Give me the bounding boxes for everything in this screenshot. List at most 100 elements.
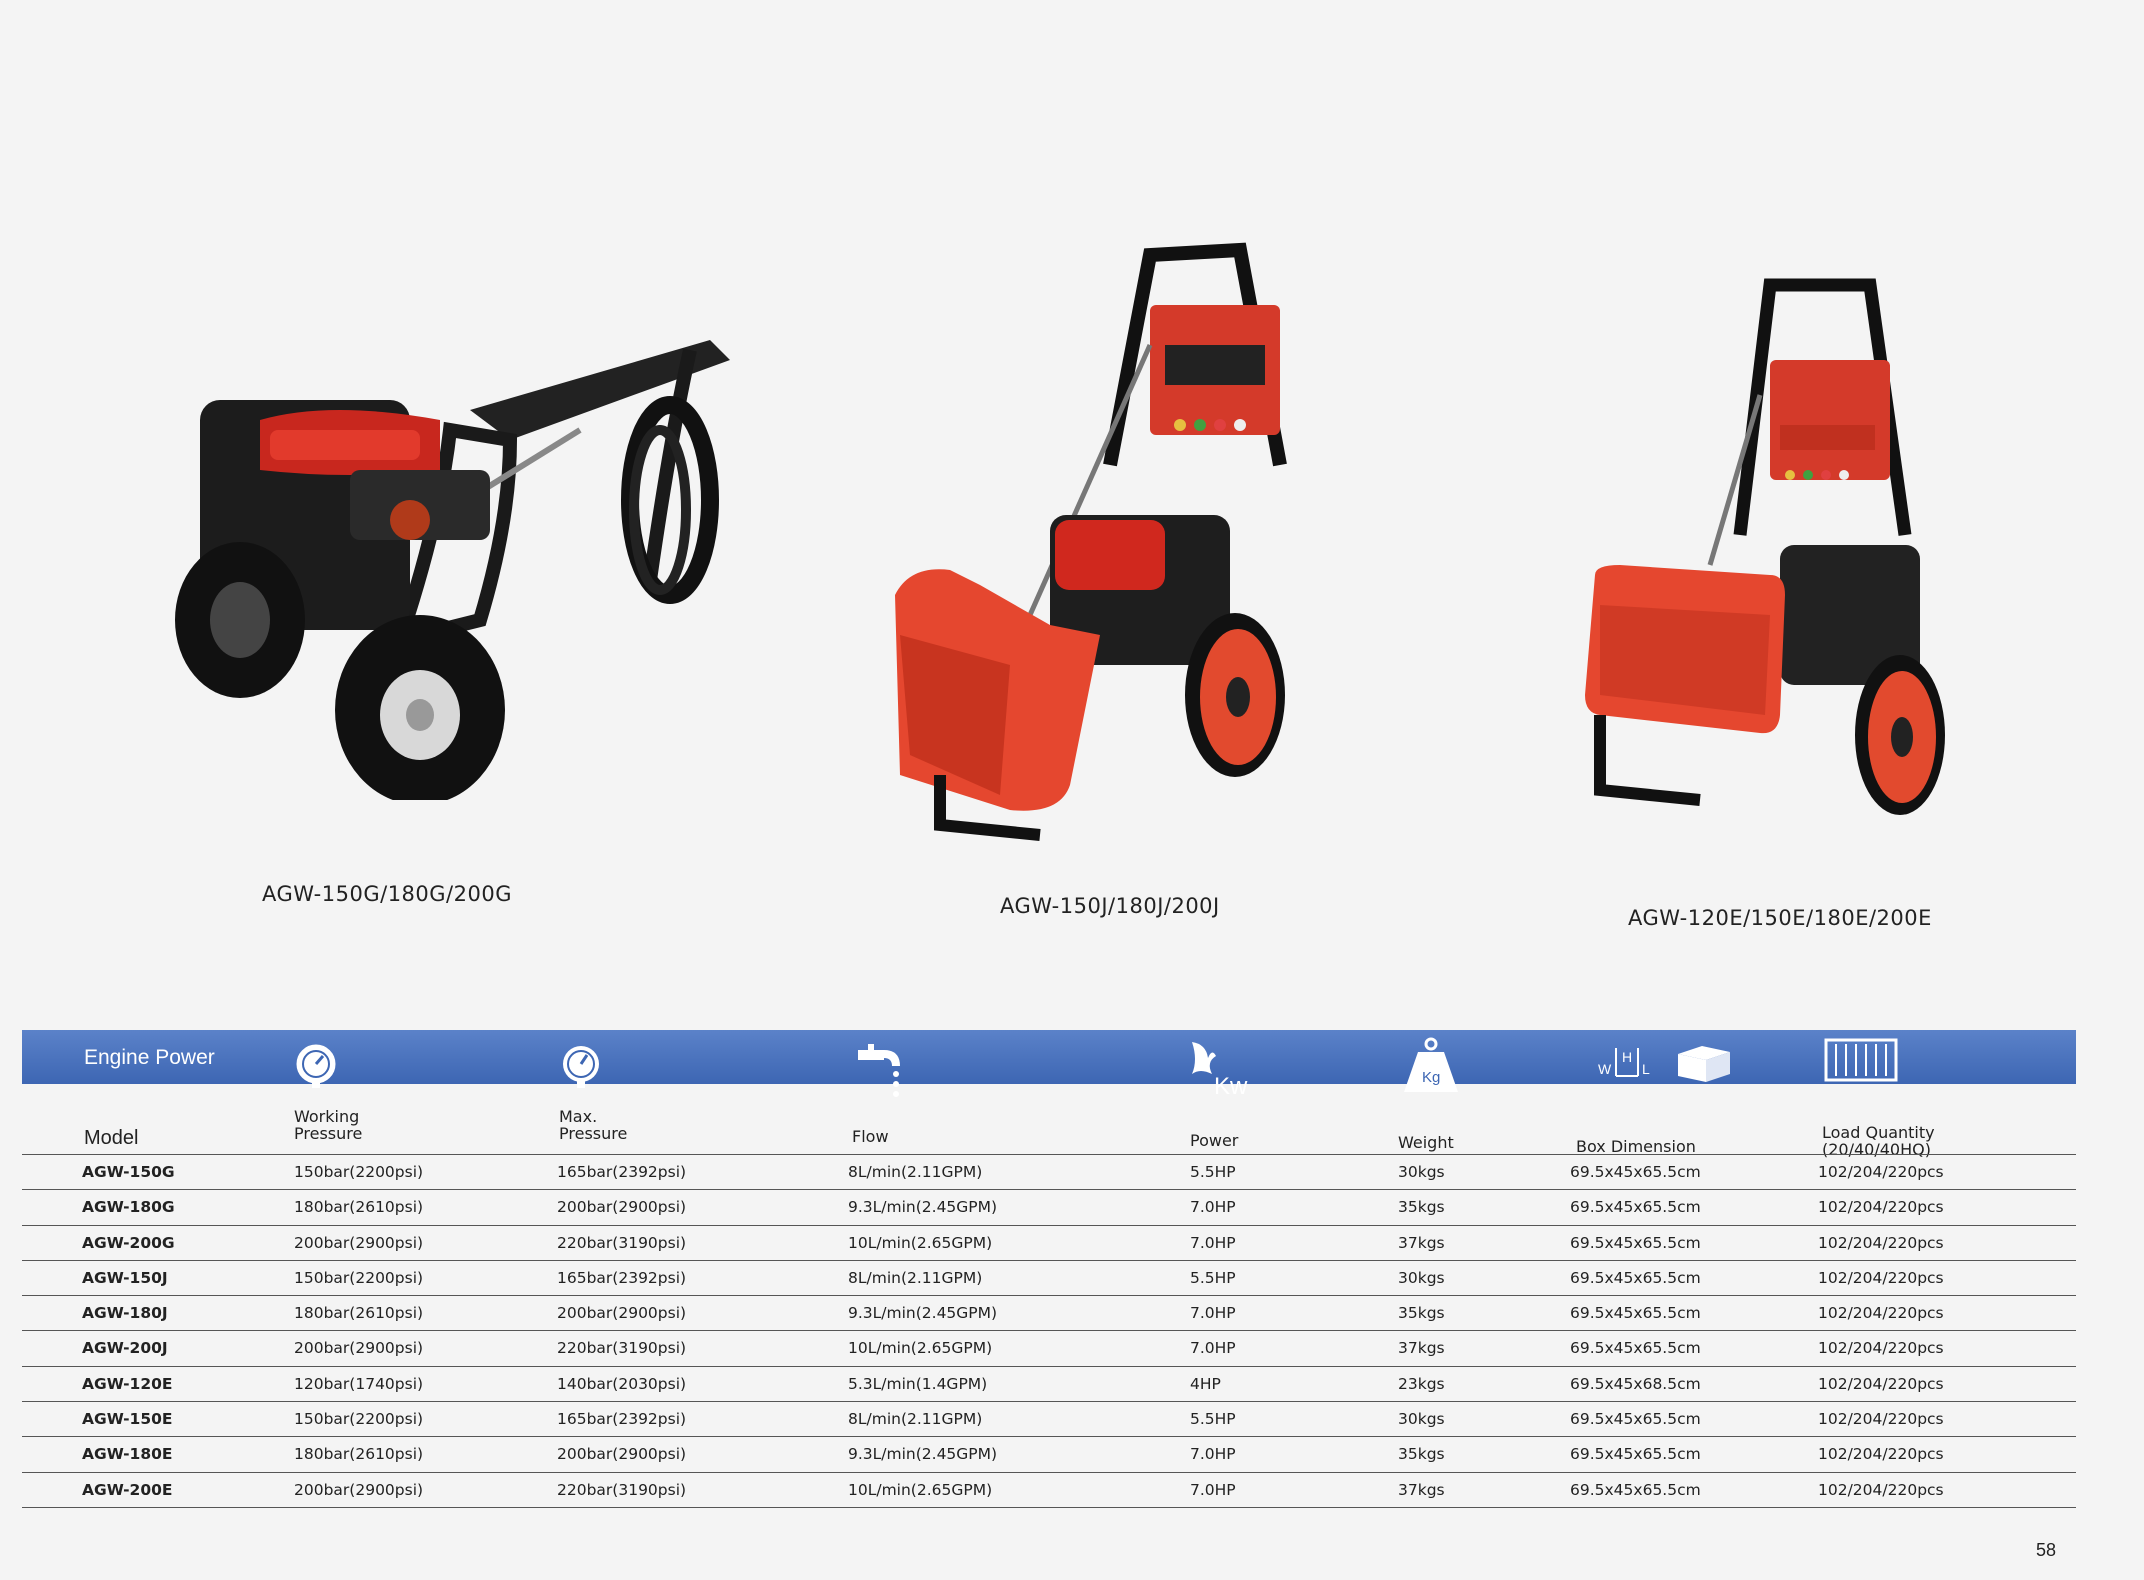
table-row: AGW-200E 200bar(2900psi) 220bar(3190psi) 10…	[22, 1471, 2076, 1508]
cell-flow: 9.3L/min(2.45GPM)	[848, 1198, 998, 1217]
cell-model: AGW-200G	[82, 1233, 175, 1252]
product-image-agw-150j	[880, 235, 1300, 845]
cell-max-pressure: 220bar(3190psi)	[557, 1480, 687, 1499]
column-header-power: Power	[1190, 1131, 1239, 1150]
cell-load-quantity: 102/204/220pcs	[1818, 1233, 1944, 1252]
cell-max-pressure: 200bar(2900psi)	[557, 1198, 687, 1217]
cell-load-quantity: 102/204/220pcs	[1818, 1163, 1944, 1181]
cell-model: AGW-180J	[82, 1304, 168, 1323]
cell-power: 7.0HP	[1190, 1339, 1236, 1358]
container-icon	[1822, 1034, 1902, 1089]
cell-flow: 8L/min(2.11GPM)	[848, 1268, 983, 1287]
cell-flow: 10L/min(2.65GPM)	[848, 1339, 993, 1358]
cell-max-pressure: 220bar(3190psi)	[557, 1233, 687, 1252]
column-header-box-dimension: Box Dimension	[1576, 1137, 1696, 1156]
column-header-working-pressure: Working Pressure	[294, 1108, 362, 1142]
cell-weight: 37kgs	[1398, 1480, 1445, 1499]
cell-box-dimension: 69.5x45x65.5cm	[1570, 1163, 1701, 1181]
cell-flow: 10L/min(2.65GPM)	[848, 1233, 993, 1252]
cell-working-pressure: 200bar(2900psi)	[294, 1480, 424, 1499]
cell-box-dimension: 69.5x45x68.5cm	[1570, 1374, 1701, 1393]
cell-model: AGW-150J	[82, 1268, 168, 1287]
cell-max-pressure: 140bar(2030psi)	[557, 1374, 687, 1393]
cell-load-quantity: 102/204/220pcs	[1818, 1339, 1944, 1358]
cell-working-pressure: 150bar(2200psi)	[294, 1163, 424, 1181]
column-header-working-pressure-line1: Working	[294, 1107, 360, 1126]
cell-box-dimension: 69.5x45x65.5cm	[1570, 1480, 1701, 1499]
cell-model: AGW-200E	[82, 1480, 173, 1499]
cell-working-pressure: 200bar(2900psi)	[294, 1233, 424, 1252]
table-row: AGW-150J 150bar(2200psi) 165bar(2392psi) 8L…	[22, 1259, 2076, 1295]
cell-box-dimension: 69.5x45x65.5cm	[1570, 1233, 1701, 1252]
table-row: AGW-120E 120bar(1740psi) 140bar(2030psi) 5.…	[22, 1365, 2076, 1401]
cell-max-pressure: 165bar(2392psi)	[557, 1268, 687, 1287]
cell-box-dimension: 69.5x45x65.5cm	[1570, 1339, 1701, 1358]
cell-working-pressure: 200bar(2900psi)	[294, 1339, 424, 1358]
cell-max-pressure: 165bar(2392psi)	[557, 1163, 687, 1181]
cell-weight: 35kgs	[1398, 1445, 1445, 1464]
product-image-agw-150g	[150, 320, 750, 800]
cell-load-quantity: 102/204/220pcs	[1818, 1480, 1944, 1499]
cell-model: AGW-120E	[82, 1374, 173, 1393]
cell-max-pressure: 220bar(3190psi)	[557, 1339, 687, 1358]
cell-load-quantity: 102/204/220pcs	[1818, 1304, 1944, 1323]
cell-flow: 10L/min(2.65GPM)	[848, 1480, 993, 1499]
cell-working-pressure: 150bar(2200psi)	[294, 1268, 424, 1287]
page-number: 58	[2036, 1540, 2057, 1560]
table-row: AGW-180G 180bar(2610psi) 200bar(2900psi) 9.…	[22, 1189, 2076, 1224]
column-header-flow: Flow	[852, 1127, 889, 1146]
engine-power-label: Engine Power	[84, 1046, 215, 1069]
table-row: AGW-200G 200bar(2900psi) 220bar(3190psi) 10…	[22, 1224, 2076, 1260]
cell-box-dimension: 69.5x45x65.5cm	[1570, 1268, 1701, 1287]
cell-working-pressure: 150bar(2200psi)	[294, 1410, 424, 1429]
pressure-washer-trolley-illustration	[895, 242, 1287, 841]
cell-working-pressure: 180bar(2610psi)	[294, 1304, 424, 1323]
cell-flow: 9.3L/min(2.45GPM)	[848, 1445, 998, 1464]
cell-weight: 23kgs	[1398, 1374, 1445, 1393]
cell-working-pressure: 120bar(1740psi)	[294, 1374, 424, 1393]
cell-working-pressure: 180bar(2610psi)	[294, 1445, 424, 1464]
column-header-model: Model	[84, 1127, 139, 1149]
cell-power: 7.0HP	[1190, 1480, 1236, 1499]
column-header-max-pressure-line1: Max.	[559, 1107, 598, 1126]
cell-box-dimension: 69.5x45x65.5cm	[1570, 1304, 1701, 1323]
svg-text:W: W	[1598, 1061, 1612, 1077]
table-row: AGW-180E 180bar(2610psi) 200bar(2900psi) 9.…	[22, 1436, 2076, 1471]
cell-model: AGW-150E	[82, 1410, 173, 1429]
cell-weight: 37kgs	[1398, 1339, 1445, 1358]
pressure-washer-electric-illustration	[1585, 278, 1945, 815]
cell-max-pressure: 200bar(2900psi)	[557, 1304, 687, 1323]
cell-load-quantity: 102/204/220pcs	[1818, 1374, 1944, 1393]
column-header-load-quantity: Load Quantity (20/40/40HQ)	[1822, 1124, 1935, 1158]
column-header-load-quantity-line1: Load Quantity	[1822, 1123, 1935, 1142]
cell-weight: 35kgs	[1398, 1198, 1445, 1217]
table-column-headers: Model Working Pressure Max. Pressure Flo…	[22, 1084, 2076, 1158]
cell-power: 7.0HP	[1190, 1198, 1236, 1217]
cell-flow: 5.3L/min(1.4GPM)	[848, 1374, 988, 1393]
cell-max-pressure: 200bar(2900psi)	[557, 1445, 687, 1464]
cell-flow: 8L/min(2.11GPM)	[848, 1410, 983, 1429]
cell-flow: 9.3L/min(2.45GPM)	[848, 1304, 998, 1323]
cell-power: 7.0HP	[1190, 1233, 1236, 1252]
cell-working-pressure: 180bar(2610psi)	[294, 1198, 424, 1217]
water-tap-icon	[852, 1042, 908, 1103]
cell-model: AGW-180E	[82, 1445, 173, 1464]
table-body: AGW-150G 150bar(2200psi) 165bar(2392psi) 8L…	[22, 1154, 2076, 1508]
product-caption-agw-150j: AGW-150J/180J/200J	[1000, 894, 1220, 918]
pressure-gauge-icon	[557, 1042, 605, 1095]
cell-model: AGW-150G	[82, 1163, 175, 1181]
cell-max-pressure: 165bar(2392psi)	[557, 1410, 687, 1429]
svg-text:H: H	[1622, 1049, 1632, 1065]
cell-load-quantity: 102/204/220pcs	[1818, 1198, 1944, 1217]
pressure-gauge-icon	[292, 1042, 340, 1095]
product-caption-agw-120e: AGW-120E/150E/180E/200E	[1628, 906, 1932, 930]
cell-power: 5.5HP	[1190, 1163, 1236, 1181]
cell-model: AGW-180G	[82, 1198, 175, 1217]
cell-power: 5.5HP	[1190, 1410, 1236, 1429]
svg-text:Kg: Kg	[1422, 1069, 1440, 1086]
cell-weight: 30kgs	[1398, 1268, 1445, 1287]
cell-power: 4HP	[1190, 1374, 1221, 1393]
